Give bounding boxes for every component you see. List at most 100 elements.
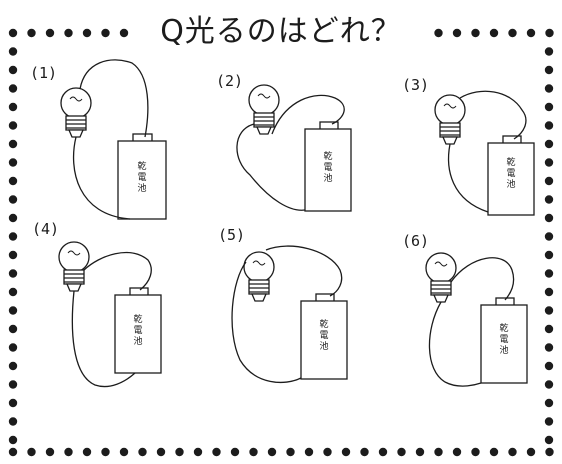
border-dot — [434, 28, 443, 38]
border-dot — [8, 139, 18, 149]
battery-label-char-1: 乾 — [133, 315, 143, 325]
border-dot — [545, 28, 554, 38]
circuit-label-3: (3) — [402, 76, 430, 94]
battery-label-char-3: 池 — [499, 346, 509, 356]
border-dot — [544, 139, 554, 149]
border-dot — [45, 28, 55, 38]
border-dot — [544, 84, 554, 93]
bulb-icon — [248, 84, 280, 135]
wires — [231, 245, 343, 384]
border-dot — [526, 447, 536, 457]
bulb-icon — [434, 94, 466, 145]
battery-label-char-3: 池 — [319, 342, 329, 352]
wires — [236, 94, 345, 211]
border-dot — [544, 213, 554, 223]
circuit-4 — [58, 241, 162, 388]
border-dot — [397, 447, 406, 457]
wires — [447, 90, 527, 213]
border-dot — [8, 417, 18, 426]
circuit-6 — [425, 252, 528, 387]
border-dot — [341, 447, 351, 457]
battery-label-char-3: 池 — [506, 180, 516, 190]
border-dot — [267, 447, 277, 457]
battery-label-char-2: 電 — [506, 169, 516, 179]
border-dot — [45, 447, 55, 457]
border-dot — [544, 232, 554, 241]
border-dot — [415, 447, 425, 457]
border-dot — [323, 447, 332, 457]
border-dot — [544, 361, 554, 371]
border-dot — [230, 447, 240, 457]
circuit-label-4: (4) — [32, 220, 60, 238]
border-dot — [544, 102, 554, 112]
border-dot — [64, 447, 73, 457]
border-dot — [544, 398, 554, 408]
border-dot — [8, 213, 18, 223]
border-dot — [175, 447, 184, 457]
border-dot — [8, 195, 18, 204]
border-dot — [8, 28, 18, 38]
border-dot — [119, 447, 129, 457]
border-dot — [544, 121, 554, 130]
border-dot — [8, 269, 18, 278]
border-dot — [544, 250, 554, 260]
border-dot — [64, 28, 73, 38]
border-dot — [544, 435, 554, 445]
border-dot — [119, 28, 129, 38]
wires — [71, 251, 152, 388]
border-dot — [249, 447, 258, 457]
border-dot — [8, 447, 18, 457]
battery-icon — [300, 293, 348, 380]
wires — [428, 257, 515, 387]
border-dot — [545, 447, 554, 457]
border-dot — [304, 447, 314, 457]
circuit-5 — [231, 245, 348, 384]
circuit-label-6: (6) — [402, 232, 430, 250]
battery-label-1: 乾電池 — [134, 162, 150, 195]
circuit-label-5: (5) — [218, 226, 246, 244]
circuit-label-2: (2) — [216, 72, 244, 90]
battery-label-4: 乾電池 — [130, 315, 146, 348]
border-dot — [8, 102, 18, 112]
battery-label-3: 乾電池 — [503, 158, 519, 191]
border-dot — [544, 195, 554, 204]
page-title-text: Q光るのはどれ？ — [150, 14, 412, 49]
border-dot — [544, 47, 554, 56]
circuit-1 — [60, 59, 167, 220]
border-dot — [8, 121, 18, 130]
border-dot — [434, 447, 443, 457]
border-dot — [544, 287, 554, 297]
battery-label-char-3: 池 — [323, 174, 333, 184]
border-dot — [544, 269, 554, 278]
border-dot — [8, 361, 18, 371]
border-dot — [8, 287, 18, 297]
border-dot — [193, 447, 203, 457]
border-dot — [82, 447, 92, 457]
border-dot — [8, 176, 18, 186]
border-dot — [212, 447, 221, 457]
battery-label-char-2: 電 — [323, 163, 333, 173]
border-dot — [8, 343, 18, 352]
border-dot — [27, 447, 36, 457]
battery-label-2: 乾電池 — [320, 152, 336, 185]
border-dot — [138, 447, 147, 457]
border-dot — [101, 28, 110, 38]
border-dot — [471, 447, 480, 457]
border-dot — [360, 447, 369, 457]
battery-label-char-3: 池 — [137, 184, 147, 194]
border-dot — [8, 398, 18, 408]
battery-icon — [304, 121, 352, 212]
border-dot — [8, 380, 18, 389]
battery-label-char-2: 電 — [137, 173, 147, 183]
battery-label-char-2: 電 — [319, 331, 329, 341]
border-dot — [452, 28, 462, 38]
circuit-2 — [236, 84, 352, 212]
battery-label-char-1: 乾 — [323, 152, 333, 162]
wires — [72, 59, 149, 220]
bulb-icon — [425, 252, 457, 303]
border-dot — [508, 28, 517, 38]
border-dot — [8, 306, 18, 315]
border-dot — [8, 65, 18, 75]
battery-icon — [117, 133, 167, 220]
